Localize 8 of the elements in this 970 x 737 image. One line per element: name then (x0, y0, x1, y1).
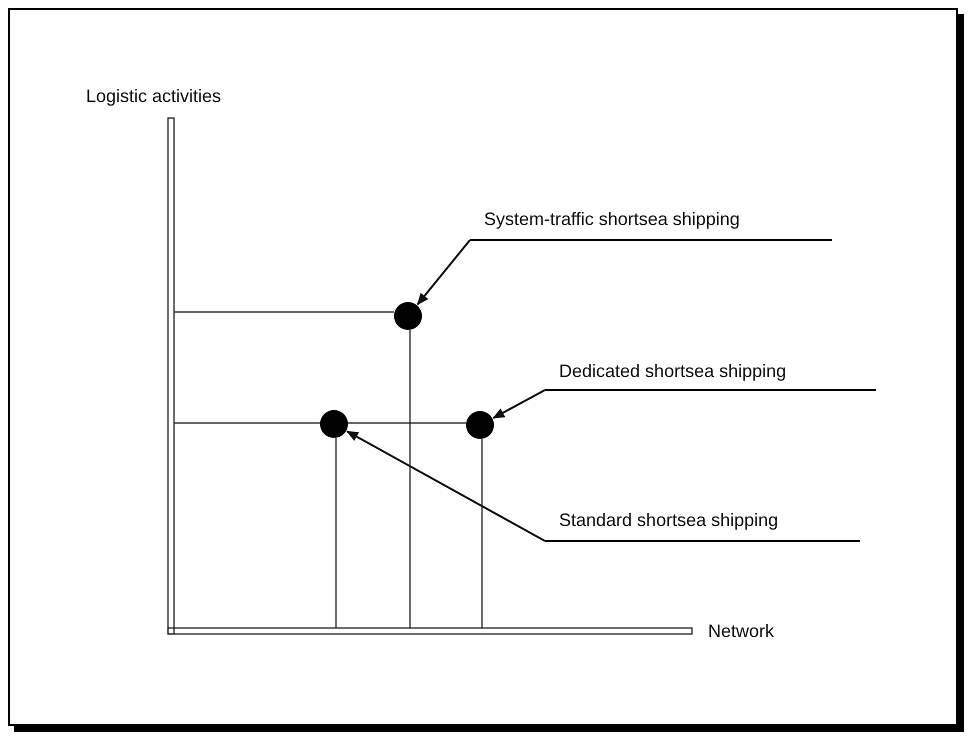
leader-arrow (416, 239, 471, 306)
leader-arrow (346, 430, 546, 542)
leader-arrow (492, 389, 546, 419)
point-label: System-traffic shortsea shipping (484, 209, 740, 230)
axis-label: Logistic activities (86, 86, 222, 107)
axis-label: Network (708, 621, 774, 642)
point-label: Dedicated shortsea shipping (559, 361, 786, 382)
point-label: Standard shortsea shipping (559, 510, 778, 531)
